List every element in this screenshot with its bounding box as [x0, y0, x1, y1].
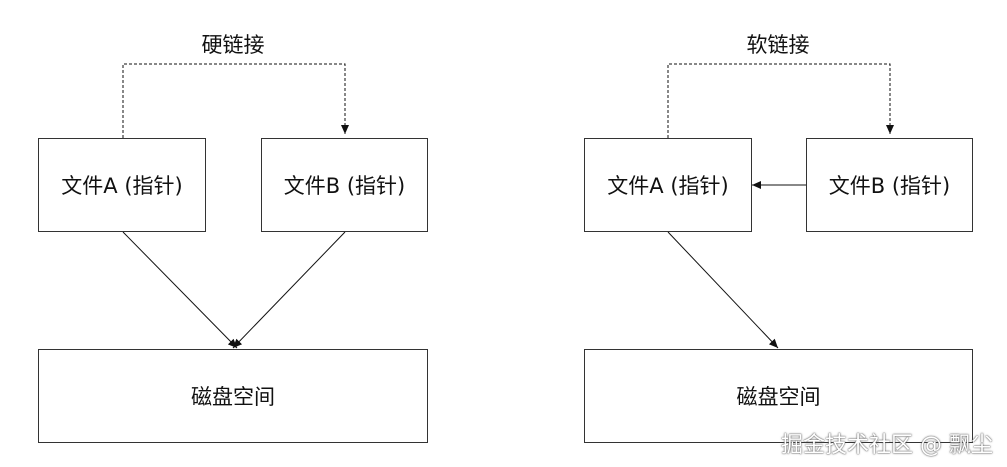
hard-link-a-to-disk-arrow: [122, 231, 238, 349]
soft-link-file-a-label: 文件A (指针): [607, 174, 729, 198]
soft-link-a-to-disk-arrow: [667, 231, 779, 349]
hard-link-file-b-label: 文件B (指针): [283, 174, 406, 198]
hard-link-dashed-arrow: [122, 63, 349, 138]
hard-link-b-to-disk-arrow: [232, 231, 346, 349]
soft-link-file-b-box: 文件B (指针): [806, 138, 973, 232]
hard-link-title: 硬链接: [201, 33, 265, 57]
hard-link-file-b-box: 文件B (指针): [261, 138, 428, 232]
soft-link-title: 软链接: [746, 33, 810, 57]
soft-link-disk-label: 磁盘空间: [736, 385, 821, 409]
soft-link-file-a-box: 文件A (指针): [584, 138, 752, 232]
soft-link-file-b-label: 文件B (指针): [828, 174, 951, 198]
soft-link-disk-box: 磁盘空间: [584, 349, 973, 443]
soft-link-dashed-arrow: [667, 63, 894, 138]
hard-link-file-a-box: 文件A (指针): [38, 138, 206, 232]
hard-link-file-a-label: 文件A (指针): [61, 174, 183, 198]
watermark: 掘金技术社区 @ 飘尘: [781, 433, 993, 458]
hard-link-disk-label: 磁盘空间: [191, 385, 275, 409]
hard-link-disk-box: 磁盘空间: [38, 349, 428, 443]
